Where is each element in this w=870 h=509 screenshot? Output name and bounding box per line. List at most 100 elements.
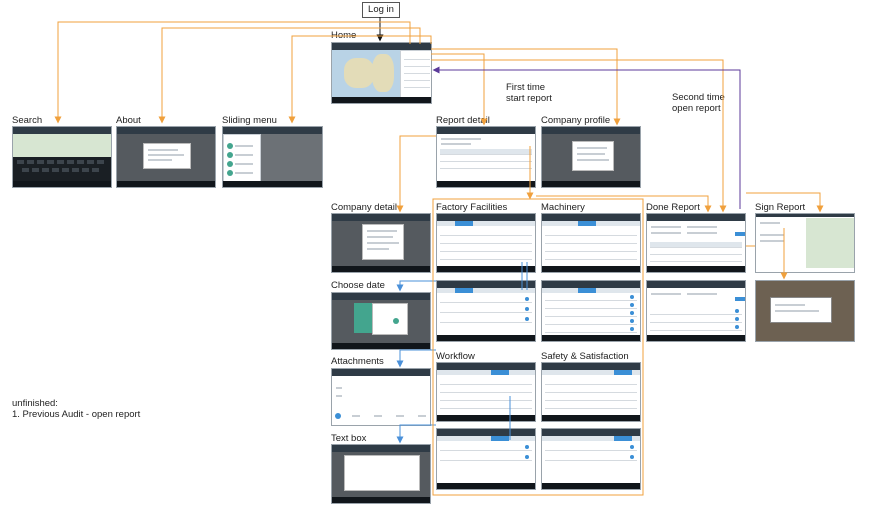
checklist-row[interactable] (545, 379, 637, 385)
form-field[interactable] (651, 226, 681, 228)
section-row[interactable] (545, 295, 637, 301)
section-row[interactable] (650, 309, 742, 315)
attachment-slot[interactable] (418, 415, 426, 417)
key[interactable] (92, 168, 99, 172)
expand-icon[interactable] (735, 309, 739, 313)
expand-icon[interactable] (525, 317, 529, 321)
add-attachment-button[interactable] (335, 413, 341, 419)
checklist-row[interactable] (440, 403, 532, 409)
company-detail-dialog[interactable] (362, 224, 404, 260)
about-dialog[interactable] (143, 143, 191, 169)
checklist-row[interactable] (545, 403, 637, 409)
expand-icon[interactable] (630, 295, 634, 299)
expand-icon[interactable] (525, 455, 529, 459)
tab-bar[interactable] (542, 288, 640, 293)
company-profile-dialog[interactable] (572, 141, 614, 171)
form-field[interactable] (687, 226, 717, 228)
screen-done-report[interactable] (646, 213, 746, 273)
menu-item[interactable] (235, 154, 253, 156)
screen-machinery-collapsed[interactable] (541, 280, 641, 342)
table-row[interactable] (440, 156, 532, 162)
key[interactable] (17, 160, 24, 164)
menu-item[interactable] (235, 172, 253, 174)
expand-icon[interactable] (630, 319, 634, 323)
section-row[interactable] (545, 311, 637, 317)
checklist-row[interactable] (545, 230, 637, 236)
screen-machinery[interactable] (541, 213, 641, 273)
screen-about[interactable] (116, 126, 216, 188)
expand-icon[interactable] (630, 455, 634, 459)
section-row[interactable] (650, 317, 742, 323)
tab-bar[interactable] (542, 436, 640, 441)
tab-bar[interactable] (437, 370, 535, 375)
checklist-row[interactable] (545, 238, 637, 244)
checklist-row[interactable] (440, 254, 532, 260)
key[interactable] (77, 160, 84, 164)
screen-safety-satisfaction[interactable] (541, 362, 641, 422)
menu-item[interactable] (235, 145, 253, 147)
expand-icon[interactable] (735, 325, 739, 329)
table-row[interactable] (440, 149, 532, 155)
key[interactable] (27, 160, 34, 164)
list-item[interactable] (404, 82, 430, 88)
drawer[interactable] (223, 134, 261, 185)
screen-sliding-menu[interactable] (222, 126, 323, 188)
list-item[interactable] (404, 54, 430, 60)
checklist-row[interactable] (545, 246, 637, 252)
checklist-row[interactable] (440, 238, 532, 244)
checklist-row[interactable] (545, 395, 637, 401)
list-item[interactable] (404, 75, 430, 81)
login-button[interactable]: Log in (362, 2, 400, 18)
key[interactable] (57, 160, 64, 164)
screen-company-detail[interactable] (331, 213, 431, 273)
list-item[interactable] (404, 61, 430, 67)
screen-sign-report[interactable] (755, 213, 855, 273)
screen-text-box[interactable] (331, 444, 431, 504)
key[interactable] (32, 168, 39, 172)
screen-choose-date[interactable] (331, 292, 431, 350)
checklist-row[interactable] (440, 387, 532, 393)
section-row[interactable] (440, 307, 532, 313)
tab-bar[interactable] (437, 221, 535, 226)
submit-button[interactable] (735, 297, 745, 301)
key[interactable] (82, 168, 89, 172)
screen-company-profile[interactable] (541, 126, 641, 188)
attachment-slot[interactable] (352, 415, 360, 417)
tab-selected[interactable] (491, 436, 509, 441)
tab-selected[interactable] (455, 221, 473, 226)
expand-icon[interactable] (525, 307, 529, 311)
tab-bar[interactable] (437, 436, 535, 441)
expand-icon[interactable] (630, 311, 634, 315)
expand-icon[interactable] (735, 317, 739, 321)
section-row[interactable] (545, 303, 637, 309)
section-row[interactable] (440, 455, 532, 461)
screen-factory-facilities-collapsed[interactable] (436, 280, 536, 342)
section-row[interactable] (440, 297, 532, 303)
tab-selected[interactable] (614, 436, 632, 441)
section-row[interactable] (545, 319, 637, 325)
expand-icon[interactable] (630, 303, 634, 307)
attachment-slot[interactable] (374, 415, 382, 417)
selected-date[interactable] (393, 318, 399, 324)
keyboard[interactable] (13, 157, 111, 181)
section-row[interactable] (545, 455, 637, 461)
screen-report-detail[interactable] (436, 126, 536, 188)
attachment-slot[interactable] (396, 415, 404, 417)
menu-item[interactable] (235, 163, 253, 165)
list-item[interactable] (404, 68, 430, 74)
form-field[interactable] (687, 293, 717, 295)
section-row[interactable] (440, 445, 532, 451)
expand-icon[interactable] (525, 297, 529, 301)
key[interactable] (52, 168, 59, 172)
screen-sign-dialog[interactable] (755, 280, 855, 342)
checklist-row[interactable] (440, 246, 532, 252)
table-row[interactable] (650, 242, 742, 248)
date-picker-calendar[interactable] (372, 303, 408, 335)
section-row[interactable] (545, 445, 637, 451)
checklist-row[interactable] (440, 230, 532, 236)
checklist-row[interactable] (440, 395, 532, 401)
section-row[interactable] (440, 317, 532, 323)
table-row[interactable] (650, 249, 742, 255)
key[interactable] (67, 160, 74, 164)
tab-bar[interactable] (437, 288, 535, 293)
